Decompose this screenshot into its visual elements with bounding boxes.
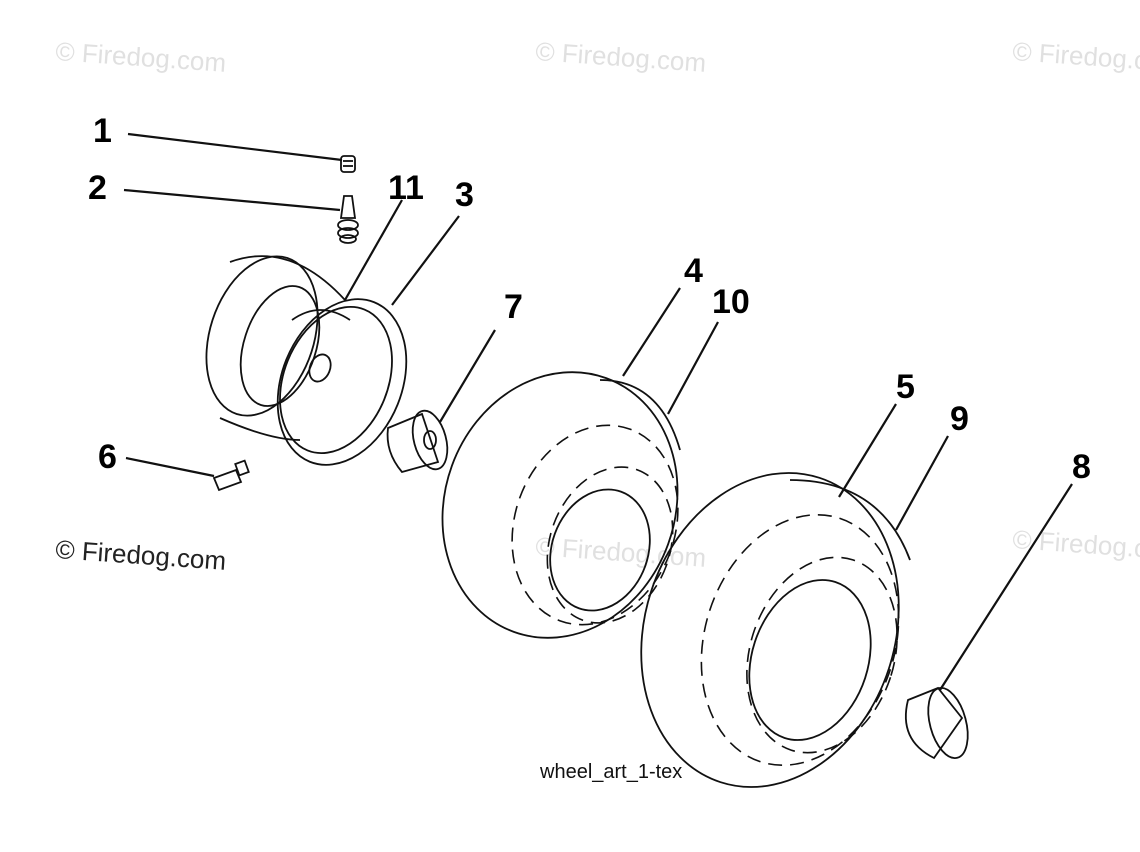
leader-line — [622, 287, 681, 377]
valve-stem-part — [337, 195, 359, 244]
callout-10: 10 — [712, 283, 750, 321]
leader-line — [127, 132, 343, 162]
watermark: © Firedog.com — [55, 36, 228, 78]
leader-line — [667, 321, 719, 415]
copyright-notice: © Firedog.com — [55, 534, 228, 576]
bushing-part — [386, 409, 449, 474]
grease-fitting-part — [212, 459, 250, 492]
leader-line — [123, 188, 341, 212]
callout-6: 6 — [98, 438, 117, 476]
watermark: © Firedog.com — [535, 36, 708, 78]
callout-1: 1 — [93, 112, 112, 150]
leader-line — [838, 403, 897, 498]
wheel-rim-part — [205, 255, 408, 466]
leader-line — [439, 329, 496, 423]
callout-7: 7 — [504, 288, 523, 326]
figure-caption: wheel_art_1-tex — [539, 761, 682, 783]
rear-tire-part — [640, 472, 911, 788]
front-tire-part — [441, 371, 681, 639]
leader-line — [125, 456, 215, 478]
callout-4: 4 — [684, 252, 703, 290]
leader-line — [391, 215, 460, 306]
callout-8: 8 — [1072, 448, 1091, 486]
watermark: © Firedog.com — [535, 531, 708, 573]
hub-cap-part — [904, 686, 969, 760]
leader-line — [939, 483, 1073, 691]
leader-line — [344, 199, 403, 301]
callout-3: 3 — [455, 176, 474, 214]
watermark: © Firedog.com — [1012, 524, 1140, 566]
watermark: © Firedog.com — [1012, 36, 1140, 78]
callout-9: 9 — [950, 400, 969, 438]
valve-cap-part — [340, 155, 356, 173]
leader-line — [895, 435, 949, 531]
callout-2: 2 — [88, 169, 107, 207]
callout-11: 11 — [388, 169, 424, 207]
callout-5: 5 — [896, 368, 915, 406]
